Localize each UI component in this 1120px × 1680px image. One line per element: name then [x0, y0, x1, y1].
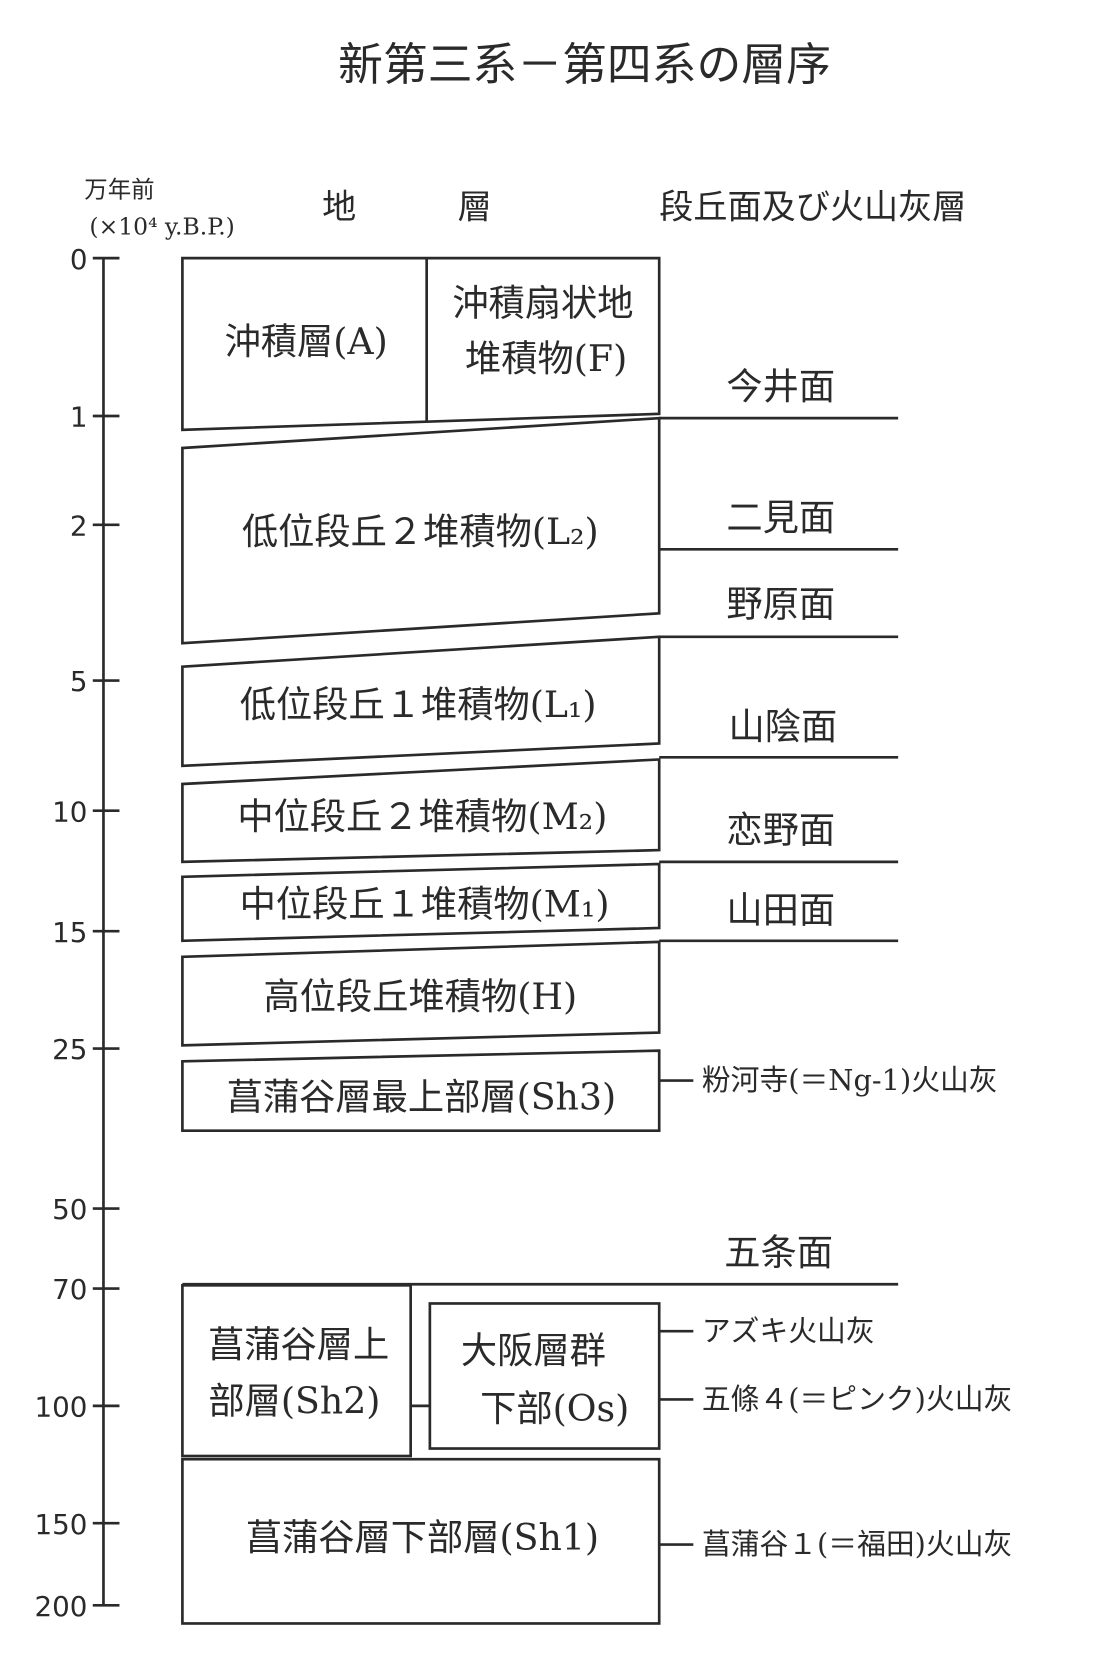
layer-alluvium: 沖積層(A) 沖積扇状地 堆積物(F): [181, 256, 661, 432]
svg-text:25: 25: [52, 1033, 87, 1066]
svg-text:中位段丘２堆積物(M₂): 中位段丘２堆積物(M₂): [237, 795, 607, 838]
tick-50: 50: [52, 1193, 120, 1226]
svg-text:粉河寺(＝Ng-1)火山灰: 粉河寺(＝Ng-1)火山灰: [702, 1063, 998, 1097]
svg-text:下部(Os): 下部(Os): [480, 1387, 629, 1430]
svg-text:二見面: 二見面: [726, 496, 835, 539]
svg-text:山陰面: 山陰面: [729, 705, 838, 748]
layer-Sh2: 菖蒲谷層上 部層(Sh2): [181, 1284, 412, 1458]
svg-text:今井面: 今井面: [726, 365, 835, 408]
svg-text:200: 200: [35, 1590, 88, 1623]
axis-label-scale: (×10⁴ y.B.P.): [89, 213, 234, 241]
svg-text:高位段丘堆積物(H): 高位段丘堆積物(H): [263, 975, 577, 1018]
surface-gojo: 五条面: [182, 1231, 899, 1286]
svg-text:低位段丘２堆積物(L₂): 低位段丘２堆積物(L₂): [242, 510, 599, 553]
svg-text:低位段丘１堆積物(L₁): 低位段丘１堆積物(L₁): [240, 683, 597, 726]
tick-200: 200: [35, 1590, 120, 1623]
svg-text:野原面: 野原面: [726, 583, 835, 626]
svg-text:沖積扇状地: 沖積扇状地: [452, 282, 633, 325]
axis-label-unit: 万年前: [84, 175, 154, 203]
tick-0: 0: [70, 243, 120, 276]
svg-text:50: 50: [52, 1193, 87, 1226]
layer-M2: 中位段丘２堆積物(M₂): [181, 758, 661, 864]
surface-imai: 今井面: [659, 365, 899, 420]
svg-text:150: 150: [35, 1508, 88, 1541]
tick-25: 25: [52, 1033, 120, 1066]
surface-sanin: 山陰面: [659, 705, 899, 759]
layer-L2: 低位段丘２堆積物(L₂): [181, 416, 661, 645]
layer-M1: 中位段丘１堆積物(M₁): [181, 862, 661, 943]
axis-ticks: 0 1 2 5 10 15 25 50 70 100 150 200: [35, 243, 120, 1623]
svg-text:菖蒲谷１(＝福田)火山灰: 菖蒲谷１(＝福田)火山灰: [702, 1527, 1012, 1561]
layer-L1: 低位段丘１堆積物(L₁): [181, 635, 661, 768]
header-strata-1: 地: [322, 188, 356, 228]
layer-Sh1: 菖蒲谷層下部層(Sh1): [181, 1457, 661, 1625]
tick-15: 15: [52, 916, 120, 949]
svg-text:部層(Sh2): 部層(Sh2): [208, 1379, 380, 1422]
tick-100: 100: [35, 1391, 120, 1424]
svg-text:五條４(＝ピンク)火山灰: 五條４(＝ピンク)火山灰: [702, 1382, 1012, 1416]
tick-70: 70: [52, 1273, 120, 1306]
tick-150: 150: [35, 1508, 120, 1541]
surface-nohara: 野原面: [659, 583, 899, 639]
ash-gojo4: 五條４(＝ピンク)火山灰: [659, 1382, 1012, 1416]
svg-text:大阪層群: 大阪層群: [461, 1329, 606, 1372]
svg-text:5: 5: [70, 665, 88, 698]
tick-10: 10: [52, 795, 120, 828]
tick-2: 2: [70, 509, 120, 542]
layer-Os: 大阪層群 下部(Os): [410, 1302, 661, 1450]
svg-text:中位段丘１堆積物(M₁): 中位段丘１堆積物(M₁): [240, 882, 610, 925]
svg-text:堆積物(F): 堆積物(F): [465, 337, 627, 380]
svg-text:五条面: 五条面: [724, 1231, 833, 1274]
svg-text:1: 1: [70, 401, 88, 434]
header-strata-2: 層: [458, 188, 492, 228]
svg-text:菖蒲谷層最上部層(Sh3): 菖蒲谷層最上部層(Sh3): [227, 1075, 617, 1118]
tick-1: 1: [70, 401, 120, 434]
svg-text:恋野面: 恋野面: [726, 809, 835, 852]
svg-text:15: 15: [52, 916, 87, 949]
surface-yamada: 山田面: [659, 889, 899, 943]
diagram-title: 新第三系－第四系の層序: [338, 38, 831, 91]
svg-text:0: 0: [70, 243, 88, 276]
ash-kokawadera: 粉河寺(＝Ng-1)火山灰: [659, 1063, 998, 1097]
surface-futami: 二見面: [659, 496, 899, 551]
ash-shobudani1: 菖蒲谷１(＝福田)火山灰: [659, 1527, 1012, 1561]
svg-text:70: 70: [52, 1273, 87, 1306]
svg-text:山田面: 山田面: [726, 889, 835, 932]
tick-5: 5: [70, 665, 120, 698]
svg-text:10: 10: [52, 795, 87, 828]
svg-text:菖蒲谷層上: 菖蒲谷層上: [208, 1323, 389, 1366]
svg-text:アズキ火山灰: アズキ火山灰: [702, 1314, 875, 1348]
surface-koino: 恋野面: [659, 809, 899, 864]
svg-text:沖積層(A): 沖積層(A): [225, 320, 388, 363]
svg-text:2: 2: [70, 509, 88, 542]
header-terraces: 段丘面及び火山灰層: [659, 188, 966, 228]
layer-H: 高位段丘堆積物(H): [181, 940, 661, 1047]
ash-azuki: アズキ火山灰: [659, 1314, 875, 1348]
layer-Sh3: 菖蒲谷層最上部層(Sh3): [181, 1049, 661, 1132]
svg-text:100: 100: [35, 1391, 88, 1424]
svg-text:菖蒲谷層下部層(Sh1): 菖蒲谷層下部層(Sh1): [246, 1516, 599, 1559]
